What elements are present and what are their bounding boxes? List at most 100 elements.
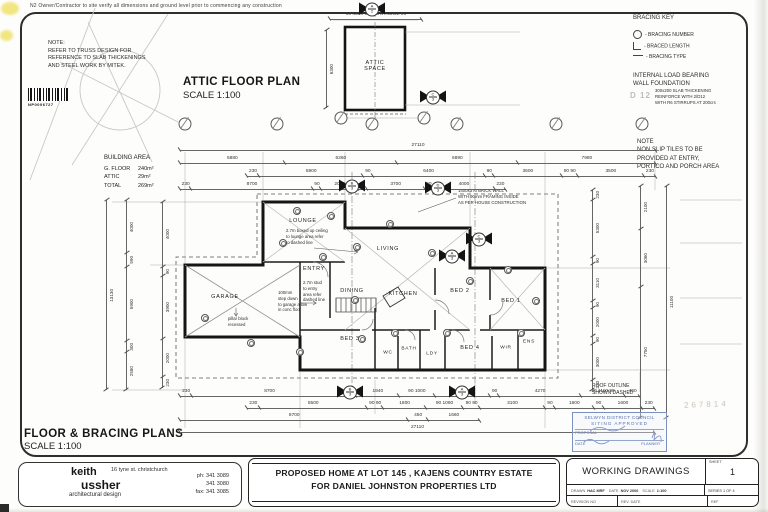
scan-corner-artifact	[0, 504, 9, 512]
room-label-living: LIVING	[376, 246, 400, 252]
bracing-key-item-number: - BRACING NUMBER	[633, 30, 694, 39]
dimension-segment: 90 90	[561, 169, 578, 177]
room-label-entry: ENTRY	[302, 266, 326, 272]
dimension-segment: 90 1000	[399, 389, 435, 397]
stamp-council-name: SELWYN DISTRICT COUNCIL	[584, 415, 655, 420]
sheet-label: SHEET	[709, 460, 722, 464]
room-label-bed2: BED 2	[450, 288, 470, 294]
dimension-col-left-total: 13130	[106, 200, 116, 390]
dimension-segment: 6360	[284, 156, 397, 164]
dimension-segment: 2580	[126, 352, 136, 391]
firm-name: keith	[71, 466, 97, 478]
dimension-segment: 3060	[640, 228, 650, 287]
dimension-segment: 1660	[427, 413, 480, 421]
dimension-segment: 300	[126, 341, 136, 352]
dimension-segment: 5300	[592, 199, 602, 257]
dimension-segment: 90 1060	[425, 401, 464, 409]
architect-title-box: keith ussher architectural design 16 tyn…	[18, 462, 242, 507]
dimension-segment: 230	[247, 169, 260, 177]
room-label-ldy: LDY	[426, 351, 438, 357]
braced-length-icon	[633, 42, 641, 50]
door-swing-arcs	[312, 261, 504, 343]
dimension-segment: 90 90	[366, 401, 384, 409]
interior-walls	[263, 261, 545, 370]
dimension-segment: 90	[593, 401, 604, 409]
dimension-segment: 90	[489, 389, 500, 397]
dimension-segment: 230	[162, 376, 172, 388]
dimension-segment: 1800	[383, 401, 426, 409]
dimension-segment: 4270	[499, 389, 581, 397]
project-title-box: PROPOSED HOME AT LOT 145 , KAJENS COUNTR…	[248, 458, 560, 507]
dimension-segment: 230	[592, 380, 602, 391]
dimension-segment: 90	[592, 301, 602, 309]
revision-row: REVISION NO REV. DATE REF	[567, 495, 758, 506]
dimension-segment: 90	[363, 169, 373, 177]
dimension-row: 230870090194090 1000270090427090 1110 90…	[180, 388, 640, 397]
barcode-caption: NP0006727	[28, 102, 54, 107]
dimension-segment: 3900	[162, 275, 172, 340]
dimension-segment: 230	[180, 389, 193, 397]
owner-verify-note: N2 Owner/Contractor to site verify all d…	[30, 3, 282, 9]
room-label-bed3: BED 3	[340, 336, 360, 342]
brick-wall-note: 1400x370 BRICK WALL WITH 90mm FRAMING IN…	[458, 188, 527, 205]
room-label-garage: GARAGE	[211, 294, 239, 300]
dimension-segment: 5900	[259, 169, 364, 177]
foundation-title: INTERNAL LOAD BEARING WALL FOUNDATION	[633, 73, 710, 88]
highlighter-mark	[0, 30, 13, 41]
dimension-segment: 11100	[666, 186, 676, 418]
dimension-segment: 90	[162, 266, 172, 276]
pencil-compass-sketch	[29, 7, 179, 181]
dimension-segment: 27110	[180, 425, 655, 433]
stamp-proposal-label: PROPOSAL	[575, 429, 598, 435]
dimension-segment: 230	[592, 190, 602, 200]
dimension-segment: 7750	[640, 286, 650, 419]
bracing-key-item-length: - BRACED LENGTH	[633, 42, 690, 50]
title-box-rules	[252, 463, 556, 502]
dimension-col-right-total: 11100	[666, 186, 676, 418]
garage-step-note: 100mm step down to garage allow in conc …	[278, 290, 308, 313]
grid-bubble	[365, 117, 379, 131]
dimension-segment: 90	[545, 401, 555, 409]
dimension-segment: 90	[312, 182, 322, 190]
dimension-segment: 1600	[554, 401, 594, 409]
roof-outline-dashed	[175, 193, 559, 379]
dimension-segment: 8700	[192, 389, 347, 397]
grid-bubble	[450, 117, 464, 131]
bracing-number-icon	[633, 30, 642, 39]
attic-left-dimension: 6300	[326, 30, 336, 108]
grid-bubble	[635, 117, 649, 131]
firm-address: 16 tyne st. christchurch	[111, 467, 168, 473]
sheet-number-cell: SHEET 1	[705, 459, 758, 484]
firm-tagline: architectural design	[69, 492, 122, 498]
highlighter-mark	[1, 2, 19, 15]
dimension-segment: 2000	[162, 339, 172, 377]
dimension-segment: 90	[484, 169, 495, 177]
dimension-segment: 2000	[592, 308, 602, 337]
dimension-segment: 450	[408, 413, 428, 421]
dimension-segment: 3100	[479, 401, 546, 409]
dimension-segment: 4000	[162, 202, 172, 267]
stamp-date-label: DATE	[575, 440, 586, 446]
grid-bubble-attic	[334, 111, 348, 125]
series-cell: SERIES 1 OF 4	[704, 485, 758, 496]
room-label-ens: ENS	[523, 339, 535, 345]
barcode	[28, 88, 68, 101]
scan-edge-shadow	[754, 0, 768, 512]
dimension-segment: 90 90	[463, 401, 480, 409]
grid-bubble	[270, 117, 284, 131]
